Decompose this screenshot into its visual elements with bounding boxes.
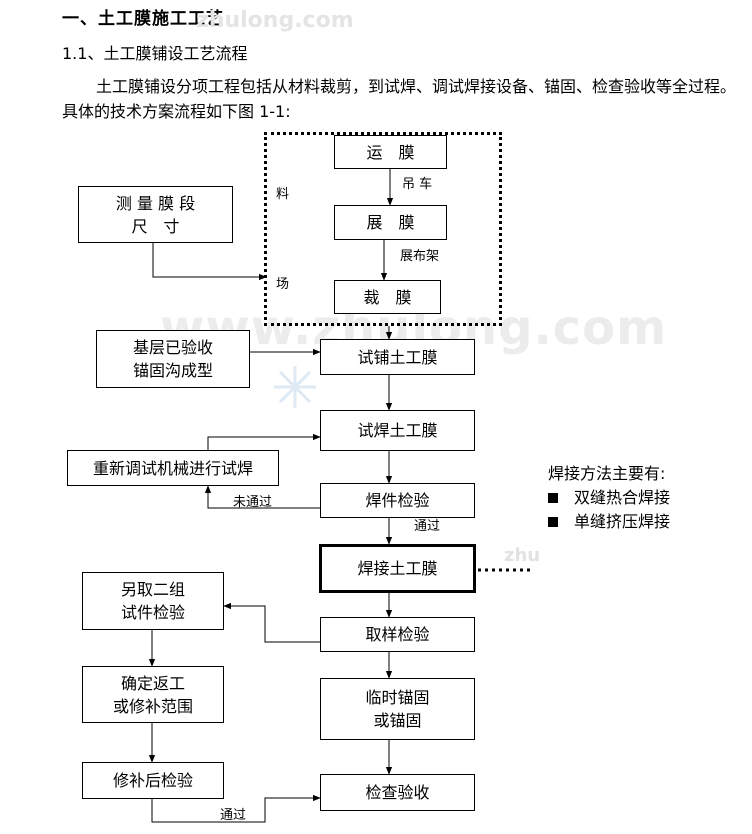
bullet-square-icon [548,517,558,527]
box-hanjie: 焊接土工膜 [319,544,476,593]
box-shihan: 试焊土工膜 [320,410,475,451]
box-xiubu: 修补后检验 [82,762,224,799]
label-tongguo-1: 通过 [414,519,441,534]
box-zhanmo: 展 膜 [334,205,447,240]
arrow-hanjian-chongxin [204,485,320,509]
box-quyang: 取样检验 [320,617,475,652]
box-hanjian: 焊件检验 [320,483,475,518]
label-chang: 场 [276,277,290,292]
bullet-square-icon [548,493,558,503]
welding-methods-title: 焊接方法主要有: [548,464,666,483]
box-celiang: 测 量 膜 段尺 寸 [78,186,233,243]
label-tongguo-2: 通过 [220,808,247,823]
arrow-chongxin-shihan [207,433,321,450]
intro-paragraph: 土工膜铺设分项工程包括从材料裁剪，到试焊、调试焊接设备、锚固、检查验收等全过程。… [62,77,737,121]
box-jiceng: 基层已验收锚固沟成型 [96,330,250,388]
welding-method-item: 双缝热合焊接 [548,486,670,510]
arrow-celiang-chang [152,243,267,281]
box-shipu: 试铺土工膜 [320,339,475,375]
label-liao: 料 [276,187,290,202]
watermark-small: zhu [504,545,541,566]
section-heading: 一、土工膜施工工艺 [62,9,224,29]
box-yunmo: 运 膜 [334,135,447,169]
welding-methods: 焊接方法主要有: 双缝热合焊接 单缝挤压焊接 [548,462,670,534]
material-yard-frame [264,132,502,326]
label-weitongguo: 未通过 [233,495,273,510]
subsection-heading: 1.1、土工膜铺设工艺流程 [62,44,248,63]
box-jiancha: 检查验收 [320,774,475,811]
watermark-top: zhulong.com [196,8,354,33]
box-caimo: 裁 膜 [334,280,441,314]
label-diaoche: 吊 车 [402,177,433,192]
arrow-xiubu-jiancha [151,794,321,823]
box-lingqu: 另取二组试件检验 [82,572,224,630]
box-linshi: 临时锚固或锚固 [320,678,475,740]
welding-method-item: 单缝挤压焊接 [548,510,670,534]
box-chongxin: 重新调试机械进行试焊 [67,450,279,486]
snowflake-watermark-icon [274,366,316,408]
box-queding: 确定返工或修补范围 [82,666,224,723]
arrow-quyang-lingqu [223,602,320,643]
label-zhanbujia: 展布架 [400,249,440,264]
